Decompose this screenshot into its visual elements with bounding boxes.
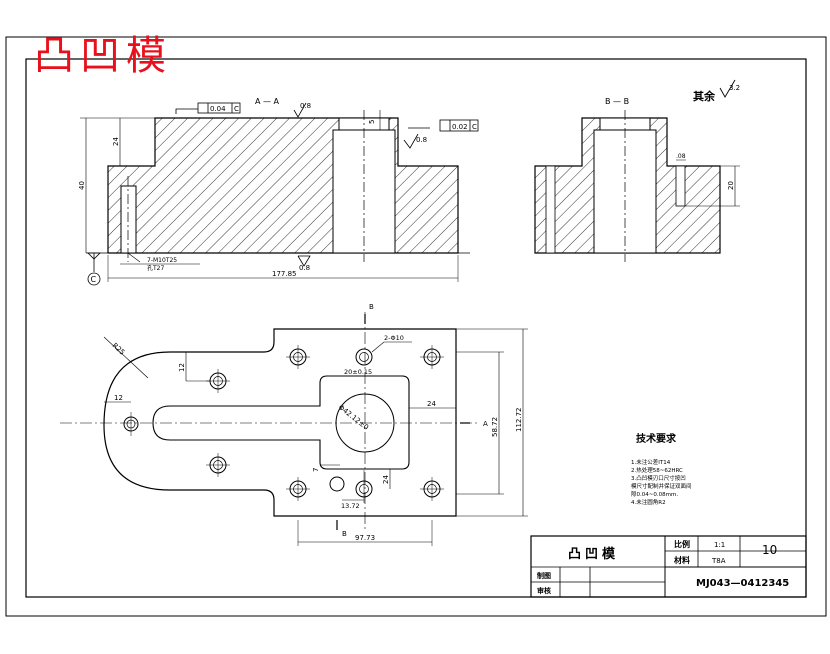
roughness-symbol	[293, 102, 307, 118]
svg-text:7: 7	[312, 468, 320, 472]
section-aa-label: A — A	[255, 97, 280, 106]
tech-requirement-item: 1.未注公差IT14	[631, 458, 671, 466]
svg-text:12: 12	[178, 363, 186, 372]
sheet-number: 10	[762, 543, 777, 557]
tech-requirements-title: 技术要求	[636, 432, 677, 445]
svg-text:2-Φ10: 2-Φ10	[384, 334, 404, 342]
svg-text:孔T27: 孔T27	[147, 264, 164, 272]
svg-text:C: C	[472, 123, 477, 131]
material-label: 材料	[674, 555, 690, 565]
section-aa-view: A — A 0.04 C 0.8 0.02 C 0.8 5 24 40 C	[78, 97, 479, 286]
svg-text:R25: R25	[111, 342, 127, 357]
svg-text:.08: .08	[676, 153, 686, 160]
tech-requirement-item: 隙0.04~0.08mm.	[631, 490, 678, 498]
section-bb-label: B — B	[605, 97, 629, 106]
hole	[329, 476, 345, 492]
scale-label: 比例	[674, 539, 690, 549]
tech-requirement-item: 2.热处理58~62HRC	[631, 466, 683, 474]
plan-view: R25 12 12 2-Φ10 20±0.15 Φ42.12±0 24 58.7…	[60, 303, 528, 546]
roughness-symbol	[719, 79, 736, 98]
plan-slot	[152, 375, 410, 470]
svg-text:20±0.15: 20±0.15	[344, 368, 372, 376]
svg-text:177.85: 177.85	[272, 270, 297, 278]
section-aa-body	[107, 117, 459, 254]
header-stamp-title: 凸凹模	[34, 33, 172, 79]
plan-outline	[103, 328, 457, 517]
datum-c-circle	[87, 272, 101, 286]
material-value: T8A	[711, 557, 726, 565]
svg-text:5: 5	[368, 120, 376, 124]
checked-by-label: 审核	[537, 586, 551, 595]
inner-frame	[25, 58, 807, 598]
svg-text:24: 24	[382, 475, 390, 484]
svg-text:C: C	[234, 105, 239, 113]
section-aa-pin-hole	[120, 185, 137, 254]
outer-frame	[5, 36, 827, 617]
title-block	[530, 535, 807, 598]
svg-text:112.72: 112.72	[515, 408, 523, 433]
tech-requirements: 技术要求 1.未注公差IT14 2.热处理58~62HRC 3.凸凹模刃口尺寸按…	[631, 432, 692, 506]
svg-text:13.72: 13.72	[341, 502, 360, 510]
svg-text:3.2: 3.2	[729, 84, 740, 92]
hole	[355, 348, 373, 366]
tech-requirement-item: 模尺寸配制并保证双面间	[631, 482, 692, 490]
svg-text:12: 12	[114, 394, 123, 402]
svg-text:97.73: 97.73	[355, 534, 375, 542]
svg-text:58.72: 58.72	[491, 417, 499, 437]
svg-text:0.8: 0.8	[299, 264, 310, 272]
svg-text:B: B	[369, 303, 374, 311]
tech-requirement-item: 4.未注圆角R2	[631, 498, 666, 506]
tech-requirement-item: 3.凸凹模刃口尺寸按凹	[631, 474, 686, 482]
svg-text:A: A	[483, 420, 488, 428]
roughness-other-label: 其余	[693, 89, 716, 103]
flatness-frame-top	[197, 102, 241, 114]
roughness-symbol	[403, 133, 419, 149]
drawn-by-label: 制图	[537, 571, 551, 580]
svg-text:0.02: 0.02	[452, 123, 468, 131]
section-bb-view: B — B 20 .08 其余 3.2	[534, 79, 740, 262]
scale-value: 1:1	[714, 541, 725, 549]
svg-text:24: 24	[112, 137, 120, 146]
roughness-symbol	[297, 255, 311, 267]
svg-text:40: 40	[78, 181, 86, 190]
drawing-number: MJ043—0412345	[696, 578, 789, 589]
svg-text:7-M10T25: 7-M10T25	[147, 257, 177, 264]
svg-text:20: 20	[727, 181, 735, 190]
flatness-frame-side	[439, 119, 479, 132]
svg-text:0.8: 0.8	[416, 136, 427, 144]
svg-text:0.04: 0.04	[210, 105, 226, 113]
part-name: 凸凹模	[568, 546, 619, 562]
svg-text:0.8: 0.8	[300, 102, 311, 110]
svg-text:C: C	[91, 275, 97, 284]
svg-text:B: B	[342, 530, 347, 538]
svg-text:24: 24	[427, 400, 436, 408]
